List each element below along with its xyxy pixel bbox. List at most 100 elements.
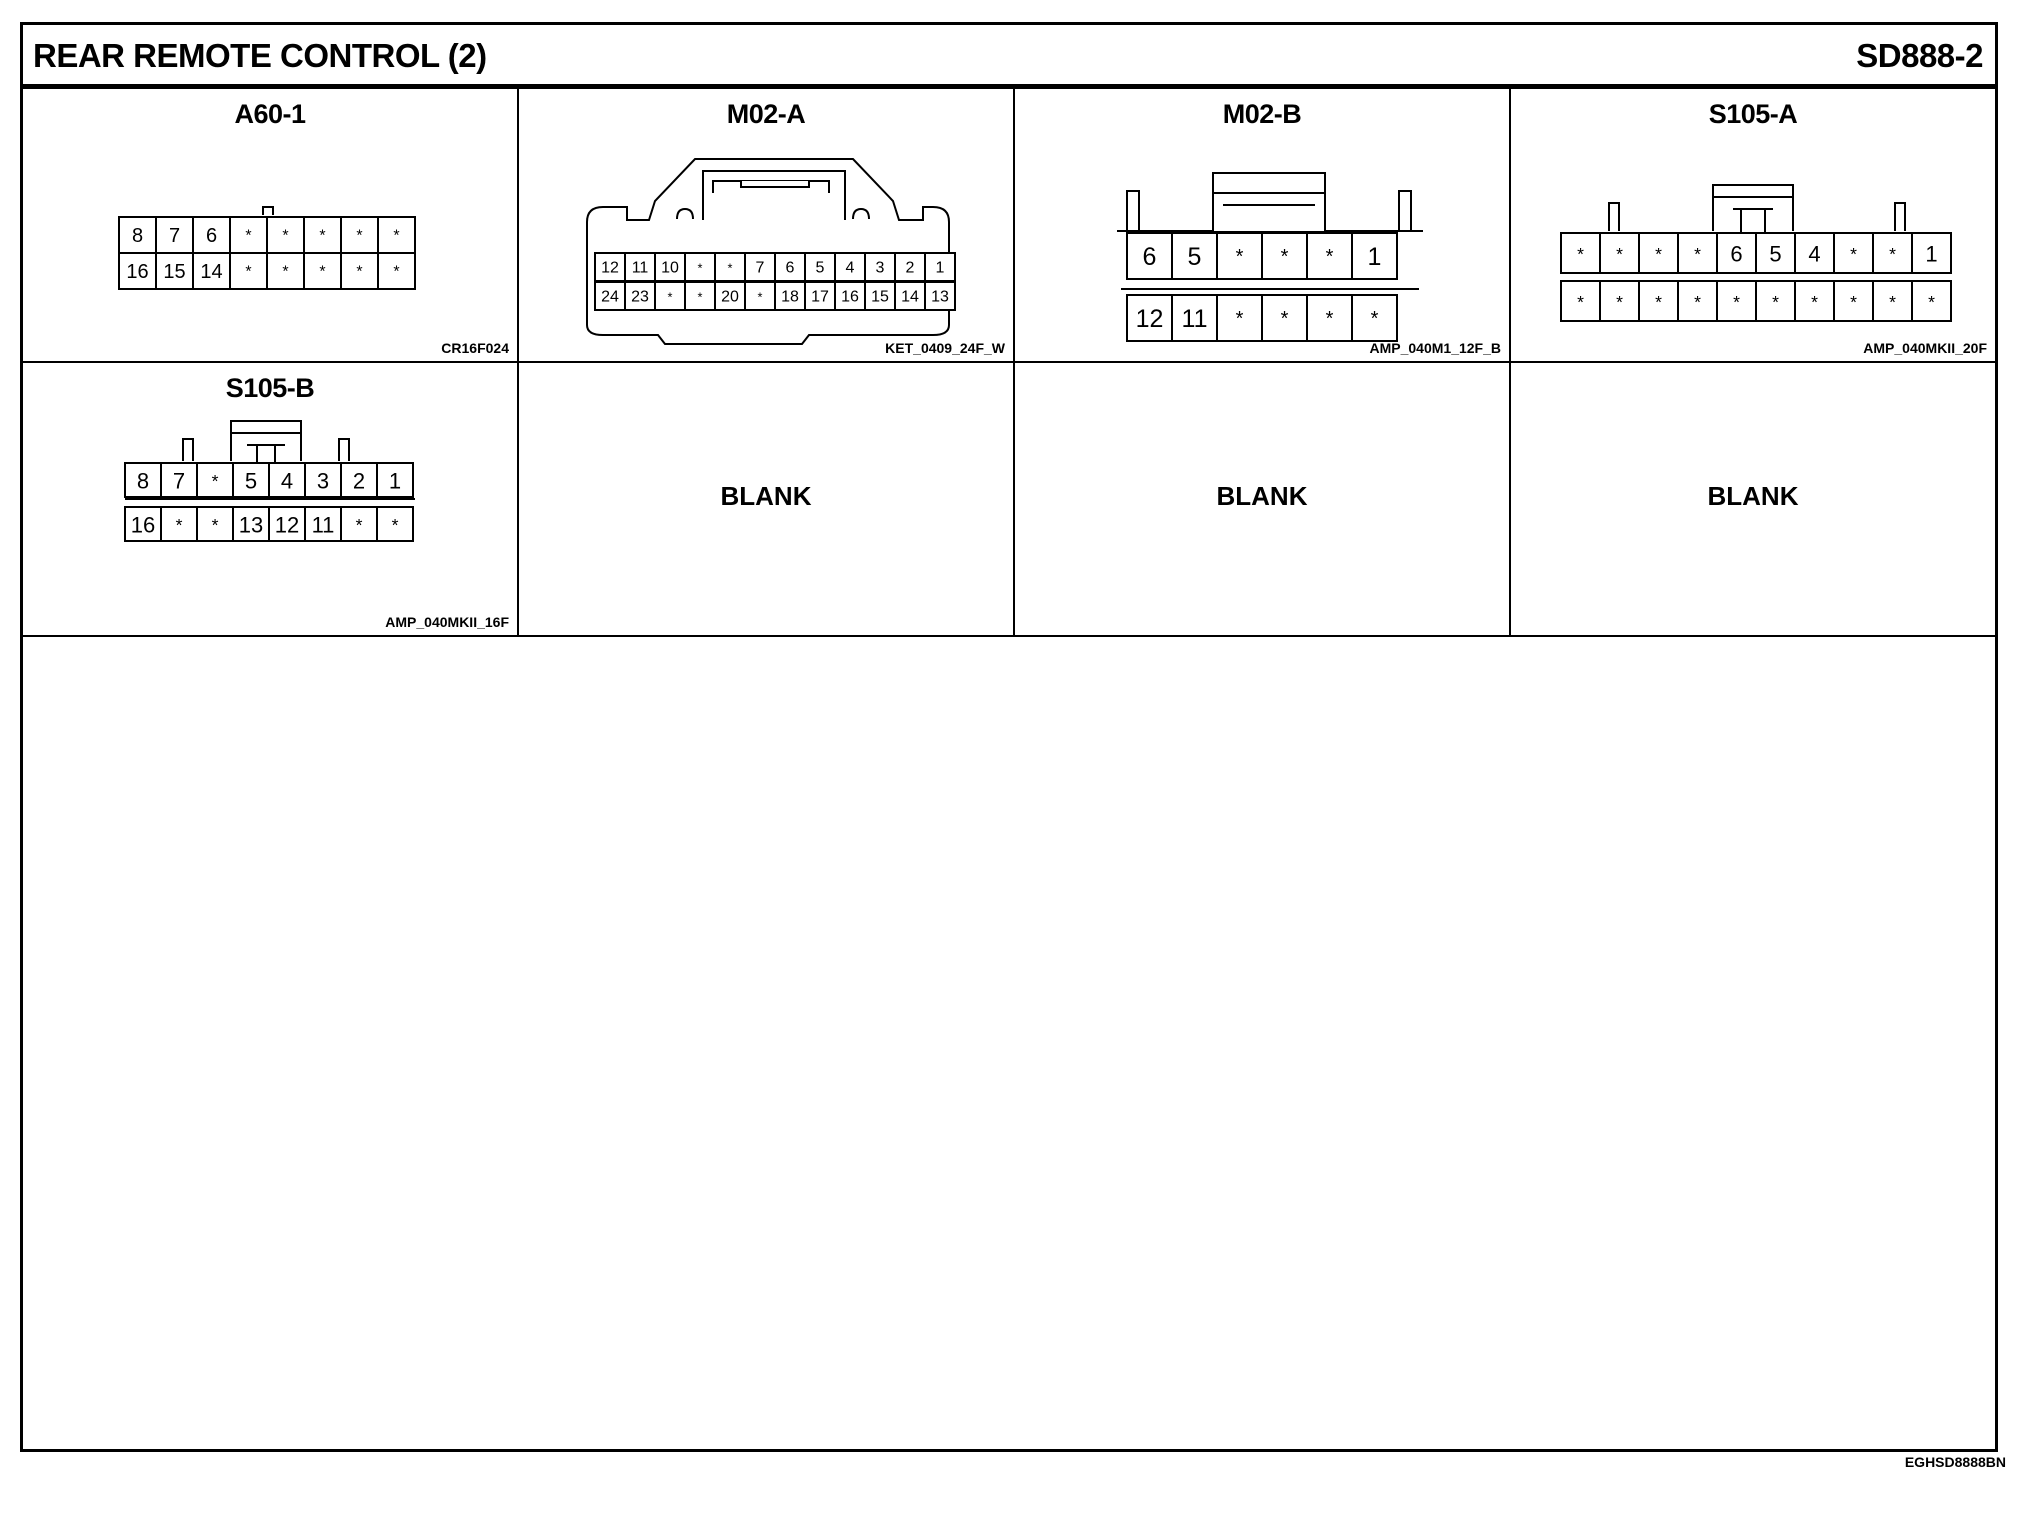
title-bar: REAR REMOTE CONTROL (2) SD888-2: [23, 25, 1995, 89]
pin-cavity: [376, 506, 414, 542]
pin-label: 5: [1769, 242, 1781, 267]
pin-label: 11: [312, 513, 335, 538]
pin-label: 14: [901, 289, 919, 306]
locking-post: [1608, 202, 1620, 231]
latch-frame: [702, 170, 846, 220]
pin-cavity: [1911, 280, 1952, 322]
pin-label: *: [356, 228, 362, 245]
pin-label: 2: [906, 260, 915, 277]
pin-label: *: [1889, 292, 1896, 312]
connector-name: A60-1: [234, 99, 306, 129]
connector-name: M02-A: [726, 99, 806, 129]
pin-label: 4: [281, 469, 293, 494]
pin-cavity: [155, 216, 194, 254]
pin-cavity: [232, 462, 270, 498]
pin-cavity: [340, 462, 378, 498]
pin-label: *: [1850, 292, 1857, 312]
pin-label: 15: [871, 289, 889, 306]
pin-label: 11: [1182, 305, 1208, 333]
pin-label: 7: [169, 225, 180, 247]
pin-cavity: [1872, 280, 1913, 322]
blank-cell-2: BLANK: [1015, 363, 1511, 637]
pin-label: *: [1889, 244, 1896, 264]
pin-label: *: [245, 228, 251, 245]
pin-cavity: [377, 216, 416, 254]
pin-label: 8: [137, 469, 149, 494]
pin-label: 4: [1808, 242, 1820, 267]
pin-label: *: [668, 290, 673, 305]
pin-label: 10: [661, 260, 679, 277]
connector-name: M02-B: [1222, 99, 1302, 129]
pin-label: *: [1326, 246, 1334, 268]
pin-label: 5: [1188, 243, 1202, 271]
latch-frame: [1212, 172, 1326, 231]
pin-label: 4: [846, 260, 855, 277]
latch-detail: [1713, 196, 1793, 233]
pin-label: *: [356, 264, 362, 281]
pin-cavity: [304, 506, 342, 542]
pin-label: 1: [1368, 243, 1382, 271]
pin-label: *: [1694, 292, 1701, 312]
pin-cavity: [160, 462, 198, 498]
pin-cavity: [266, 252, 305, 290]
pin-cavity: [160, 506, 198, 542]
page-title: REAR REMOTE CONTROL (2): [33, 37, 487, 74]
pin-label: *: [1371, 308, 1379, 330]
pin-label: 24: [601, 289, 619, 306]
pin-label: *: [1655, 244, 1662, 264]
pin-label: 23: [631, 289, 649, 306]
pin-label: *: [1281, 308, 1289, 330]
pin-label: *: [1811, 292, 1818, 312]
pin-label: *: [212, 515, 219, 535]
pin-cavity: [894, 281, 926, 311]
pin-label: *: [393, 264, 399, 281]
locking-tab: [262, 206, 274, 215]
pin-label: *: [1236, 246, 1244, 268]
pin-label: *: [1928, 292, 1935, 312]
pin-cavity: [124, 462, 162, 498]
pin-label: 7: [756, 260, 765, 277]
pin-cavity: [192, 216, 231, 254]
pin-cavity: [1833, 280, 1874, 322]
locking-post: [1894, 202, 1906, 231]
pin-cavity: [624, 252, 656, 282]
pin-cavity: [1306, 232, 1353, 280]
pin-label: *: [1616, 244, 1623, 264]
connector-part-number: CR16F024: [441, 340, 509, 356]
pin-cavity: [804, 281, 836, 311]
pin-label: 3: [317, 469, 329, 494]
pin-cavity: [196, 506, 234, 542]
pin-label: *: [212, 471, 219, 491]
pin-label: *: [1655, 292, 1662, 312]
pin-cavity: [1351, 232, 1398, 280]
locking-post: [1126, 190, 1140, 231]
connector-part-number: AMP_040M1_12F_B: [1369, 340, 1501, 356]
pin-cavity: [1638, 280, 1679, 322]
pin-cavity: [1833, 232, 1874, 274]
pin-label: 7: [173, 469, 185, 494]
pin-label: 13: [239, 513, 263, 538]
pin-label: 6: [206, 225, 217, 247]
pin-label: *: [392, 515, 399, 535]
latch-detail: [231, 432, 301, 463]
pin-label: *: [728, 261, 733, 276]
pin-label: 5: [245, 469, 257, 494]
connector-part-number: AMP_040MKII_16F: [385, 614, 509, 630]
pin-label: *: [319, 264, 325, 281]
pin-cavity: [1755, 280, 1796, 322]
pin-label: 13: [931, 289, 949, 306]
pin-label: *: [319, 228, 325, 245]
latch-frame: [230, 420, 302, 461]
pin-cavity: [1794, 232, 1835, 274]
pin-cavity: [118, 216, 157, 254]
pin-label: 12: [1136, 305, 1164, 333]
housing-notch: [676, 207, 694, 220]
